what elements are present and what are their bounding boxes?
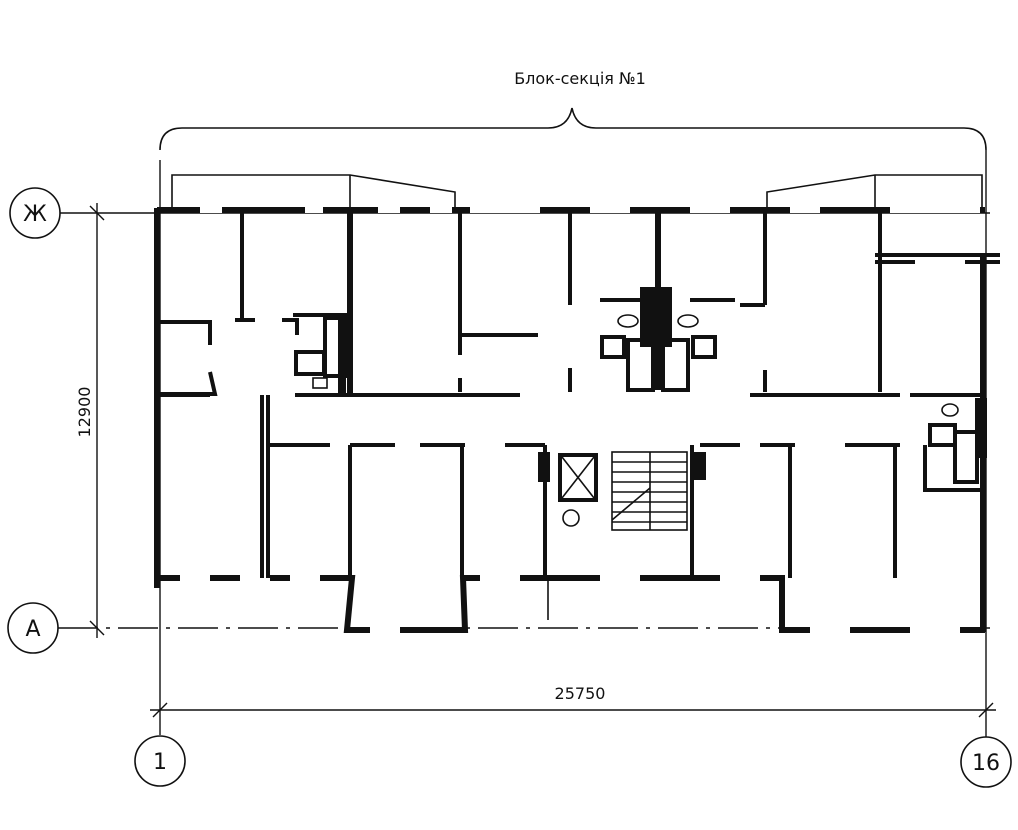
dimension-width-label: 25750 bbox=[555, 684, 606, 703]
dimension-height: 12900 bbox=[75, 203, 105, 638]
section-title: Блок-секція №1 bbox=[514, 69, 646, 88]
axis-marker-zh: Ж bbox=[9, 187, 61, 239]
balcony-left bbox=[171, 174, 456, 208]
elevator bbox=[538, 452, 598, 527]
axis-label-zh: Ж bbox=[23, 202, 47, 227]
axis-marker-16: 16 bbox=[960, 736, 1012, 788]
axis-marker-1: 1 bbox=[134, 735, 186, 787]
bathroom-right bbox=[928, 398, 987, 484]
axis-label-16: 16 bbox=[972, 751, 1000, 776]
bathroom-center bbox=[600, 287, 717, 392]
dimension-height-label: 12900 bbox=[75, 387, 94, 438]
bathroom-left bbox=[294, 316, 347, 393]
dimension-width: 25750 bbox=[150, 684, 996, 718]
axis-label-a: А bbox=[25, 617, 40, 642]
axis-label-1: 1 bbox=[153, 750, 167, 775]
staircase bbox=[611, 451, 706, 531]
windows-top bbox=[200, 207, 980, 213]
section-brace bbox=[159, 107, 987, 151]
interior-walls bbox=[160, 212, 1000, 620]
exterior-walls bbox=[154, 207, 1000, 633]
axis-marker-a: А bbox=[7, 602, 59, 654]
windows-bottom bbox=[180, 575, 960, 633]
